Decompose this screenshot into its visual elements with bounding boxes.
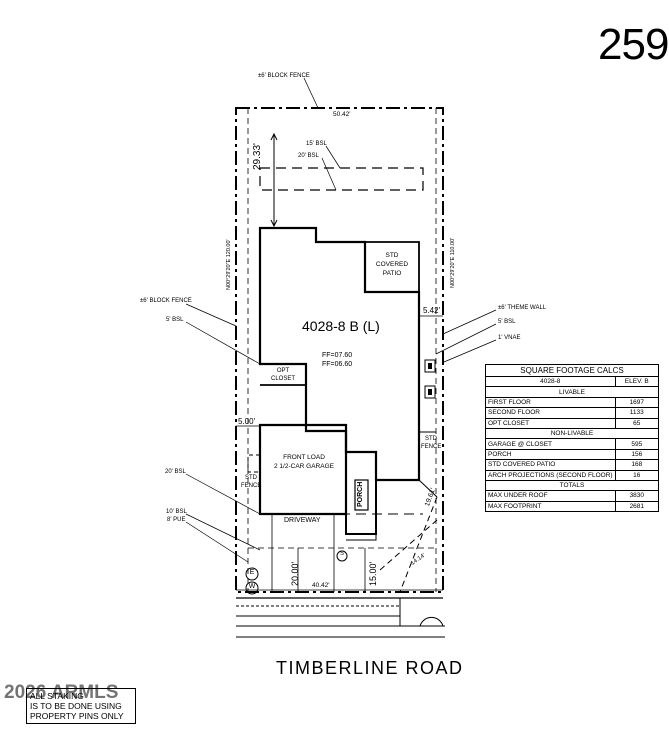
callout-block-fence-top: ±6' BLOCK FENCE bbox=[258, 73, 310, 79]
sqft-elev: ELEV. B bbox=[614, 375, 660, 388]
dim-rear-setback: 29.33' bbox=[252, 143, 263, 170]
dim-right-side: 5.42' bbox=[423, 306, 441, 315]
rear-bsl bbox=[259, 167, 424, 191]
sewer-letter: S bbox=[339, 551, 344, 557]
dim-top-width: 50.42' bbox=[333, 111, 351, 118]
water-marker bbox=[245, 581, 259, 595]
property-line bbox=[235, 107, 444, 593]
porch-label-box bbox=[354, 479, 369, 511]
sight-line-2 bbox=[379, 519, 438, 571]
dim-right-bearing: N00°29'20"E 110.00' bbox=[450, 237, 456, 288]
copyright-watermark: 2026 ARMLS bbox=[4, 682, 119, 703]
closet-label: OPT CLOSET bbox=[270, 368, 295, 382]
sqft-livable-header: LIVABLE bbox=[485, 386, 659, 398]
road-name: TIMBERLINE ROAD bbox=[276, 658, 464, 678]
curb-arc bbox=[419, 617, 444, 627]
sqft-title: SQUARE FOOTAGE CALCS bbox=[485, 364, 659, 377]
sqft-plan: 4028-8 bbox=[485, 375, 616, 388]
porch-label: PORCH bbox=[357, 481, 364, 507]
dim-front-20: 20.00' bbox=[290, 561, 300, 586]
sight-line bbox=[399, 496, 438, 593]
porch-walk bbox=[346, 533, 377, 541]
staking-note: ALL STAKING IS TO BE DONE USING PROPERTY… bbox=[26, 688, 136, 724]
dim-front-width: 40.42' bbox=[312, 582, 330, 589]
sqft-totals-header: TOTALS bbox=[485, 479, 659, 492]
dim-left-side: 5.00' bbox=[238, 417, 256, 426]
callout-bsl-5-right: 5' BSL bbox=[498, 319, 516, 325]
lot-number: 259 bbox=[598, 20, 669, 69]
callout-bsl-20-top: 20' BSL bbox=[298, 153, 319, 159]
callout-bsl-5-left: 5' BSL bbox=[166, 317, 184, 323]
sqft-nonlivable-header: NON-LIVABLE bbox=[485, 427, 659, 440]
callout-theme-wall: ±6' THEME WALL bbox=[498, 305, 547, 311]
water-letter: W bbox=[248, 583, 256, 590]
std-fence-left bbox=[247, 454, 260, 473]
table-row: ARCH PROJECTIONS (SECOND FLOOR)16 bbox=[485, 469, 660, 481]
dim-front-15: 15.00' bbox=[368, 561, 378, 586]
callout-block-fence-left: ±6' BLOCK FENCE bbox=[140, 298, 192, 304]
closet-outline bbox=[260, 363, 307, 386]
front-chamfer bbox=[418, 479, 438, 498]
patio-outline bbox=[365, 241, 420, 293]
callout-bsl-10: 10' BSL bbox=[166, 509, 187, 515]
dim-left-bearing: N00°29'20"E 120.00' bbox=[226, 239, 232, 290]
electric-marker bbox=[245, 567, 259, 581]
callout-pue-8: 8' PUE bbox=[167, 517, 186, 523]
electric-letter: E bbox=[249, 569, 255, 576]
callout-vnae: 1' VNAE bbox=[498, 335, 521, 341]
plan-label: 4028-8 B (L) bbox=[302, 318, 380, 334]
ac-pad-2 bbox=[424, 385, 436, 399]
square-footage-table: SQUARE FOOTAGE CALCS 4028-8 ELEV. B LIVA… bbox=[485, 364, 660, 513]
std-fence-right-label: STD FENCE bbox=[421, 436, 442, 450]
callout-bsl-15: 15' BSL bbox=[306, 141, 327, 147]
garage-label: FRONT LOAD 2 1/2-CAR GARAGE bbox=[274, 454, 334, 470]
sewer-marker bbox=[336, 550, 348, 562]
finish-floor: FF=07.60 FF=06.60 bbox=[322, 352, 353, 368]
driveway-label: DRIVEWAY bbox=[284, 517, 321, 524]
ac-pad-1 bbox=[424, 359, 436, 373]
std-fence-left-label: STD FENCE bbox=[241, 475, 262, 489]
patio-label: STD COVERED PATIO bbox=[375, 252, 409, 277]
callout-bsl-20-left: 20' BSL bbox=[165, 469, 186, 475]
